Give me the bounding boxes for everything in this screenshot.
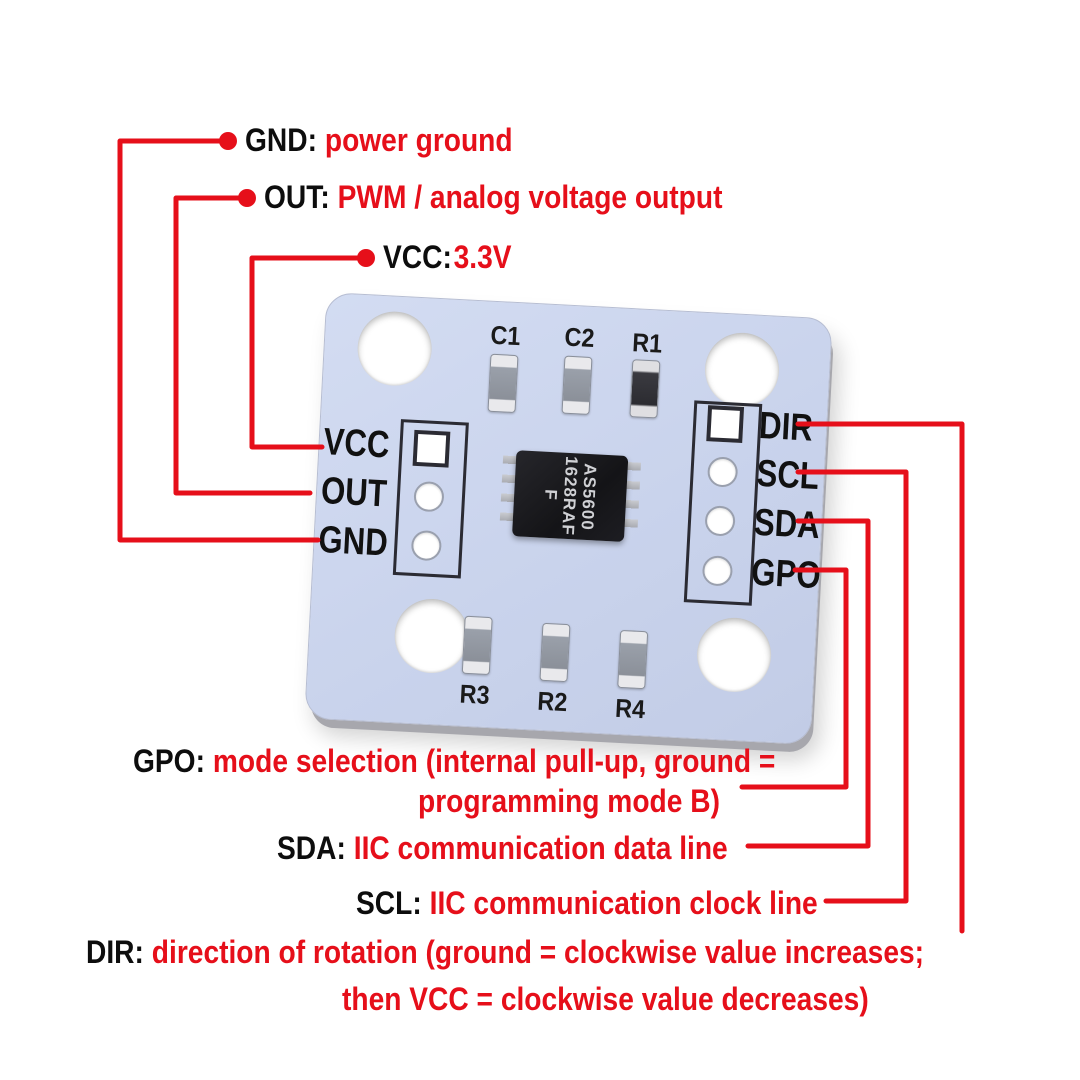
capacitor-c2 (561, 355, 593, 415)
vcc-callout-label: VCC: (383, 239, 452, 275)
mounting-hole-top-left (355, 309, 434, 388)
dir-pad (706, 405, 745, 443)
mounting-hole-bottom-right (695, 615, 773, 694)
pin-label-sda: SDA (752, 501, 821, 548)
silkscreen-label-c2: C2 (563, 321, 596, 354)
pin-label-out: OUT (320, 470, 388, 516)
scl-callout: SCL:IIC communication clock line (356, 883, 818, 923)
out-callout-line (173, 195, 313, 496)
out-callout-dot (238, 189, 256, 207)
ic-marking-line3: F (541, 488, 561, 502)
dir-callout-label: DIR: (86, 934, 144, 970)
mounting-hole-top-right (703, 330, 781, 409)
pcb-board: C1 C2 R1 VCC OUT GND DIR SCL SDA GPO AS5… (304, 292, 833, 745)
pin-label-vcc: VCC (322, 421, 391, 467)
mounting-hole-bottom-left (392, 597, 471, 675)
out-callout-desc: PWM / analog voltage output (337, 179, 723, 215)
as5600-ic: AS5600 1628RAF F (512, 450, 629, 542)
out-callout-label: OUT: (264, 179, 330, 215)
silkscreen-label-r1: R1 (631, 327, 664, 359)
sda-callout: SDA:IIC communication data line (277, 828, 728, 868)
ic-marking-line1: AS5600 (577, 462, 601, 532)
capacitor-c1 (487, 353, 519, 414)
dir-callout-line1: DIR:direction of rotation (ground = cloc… (86, 932, 924, 972)
gpo-callout-label: GPO: (133, 743, 205, 779)
silkscreen-label-r4: R4 (614, 692, 646, 725)
pin-label-scl: SCL (755, 452, 820, 499)
gpo-callout-desc1: mode selection (internal pull-up, ground… (212, 743, 776, 779)
resistor-r3 (461, 615, 493, 676)
gnd-callout-dot (219, 132, 237, 150)
scl-callout-desc: IIC communication clock line (429, 885, 818, 921)
vcc-callout-dot (357, 249, 375, 267)
gnd-callout: GND:power ground (245, 120, 513, 160)
gpo-callout-line1: GPO:mode selection (internal pull-up, gr… (133, 741, 775, 781)
gpo-callout-desc2: programming mode B) (418, 783, 720, 819)
dir-callout-desc2: then VCC = clockwise value decreases) (342, 981, 869, 1017)
gpo-callout-line2: programming mode B) (418, 781, 720, 821)
sda-callout-label: SDA: (277, 830, 346, 866)
ic-marking: AS5600 1628RAF F (524, 438, 616, 554)
gnd-callout-label: GND: (245, 122, 317, 158)
silkscreen-label-r3: R3 (458, 678, 491, 711)
vcc-callout-desc: 3.3V (453, 239, 512, 275)
resistor-r1 (629, 359, 661, 419)
silkscreen-label-r2: R2 (536, 685, 569, 718)
vcc-callout: VCC:3.3V (383, 237, 512, 277)
resistor-r4 (617, 629, 649, 690)
dir-callout-line2: then VCC = clockwise value decreases) (342, 979, 869, 1019)
silkscreen-label-c1: C1 (489, 319, 522, 352)
scl-callout-label: SCL: (356, 885, 422, 921)
pin-label-gpo: GPO (750, 551, 822, 598)
pin-label-dir: DIR (758, 404, 814, 450)
vcc-pad (412, 429, 451, 468)
out-callout: OUT:PWM / analog voltage output (264, 177, 722, 217)
pin-label-gnd: GND (317, 518, 389, 565)
resistor-r2 (539, 622, 571, 683)
gnd-callout-desc: power ground (324, 122, 513, 158)
sda-callout-desc: IIC communication data line (353, 830, 728, 866)
dir-callout-desc1: direction of rotation (ground = clockwis… (151, 934, 925, 970)
